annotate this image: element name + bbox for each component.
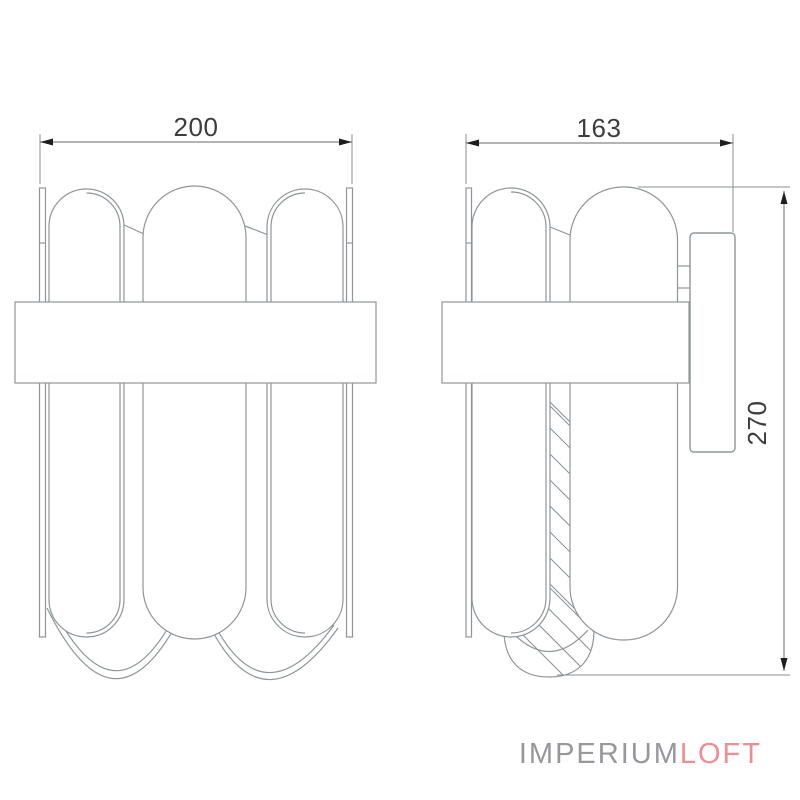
front-tube-right [266,188,344,638]
front-view: 200 [14,112,377,681]
side-tube-inner-edge [510,191,547,634]
side-strip [465,187,473,638]
side-view: 163 270 [441,113,790,678]
front-tube-inner-edges [86,192,306,634]
side-tube-back [569,186,679,641]
side-band [441,301,690,384]
wall-mount-plate [689,232,736,453]
brand-logo: IMPERIUMLOFT [519,738,762,770]
front-tube-middle [142,185,247,640]
side-width-dimension: 163 [465,113,734,232]
front-width-dimension: 200 [39,112,353,184]
front-tube-left [48,188,125,638]
side-rear-tube-shoulder [549,226,571,236]
front-side-strips [38,187,354,638]
brand-logo-accent: LOFT [680,738,762,770]
mount-bracket [677,265,690,289]
front-band [14,301,377,384]
side-height-label: 270 [742,401,772,446]
front-width-label: 200 [174,112,219,142]
brand-logo-primary: IMPERIUM [519,738,680,770]
side-width-label: 163 [577,113,622,143]
side-tube-front [471,187,551,638]
side-height-dimension: 270 [557,186,790,676]
